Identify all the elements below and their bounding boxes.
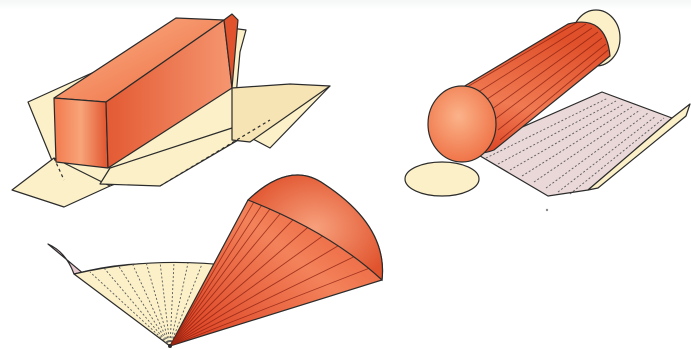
- stray-dot: [546, 209, 548, 211]
- cylinder-panel: [405, 10, 690, 196]
- cylinder-near-cap: [428, 86, 496, 162]
- cone-panel: [48, 175, 383, 348]
- prism-front-face: [54, 98, 108, 168]
- cone-apex: [168, 344, 172, 348]
- cylinder-base-circle: [405, 162, 479, 196]
